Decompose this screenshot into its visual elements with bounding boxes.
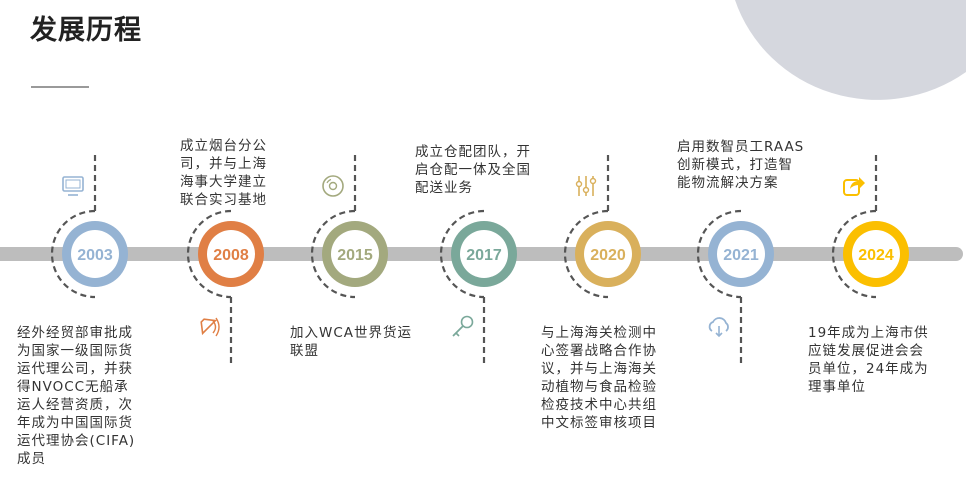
- dashed-arc: [310, 209, 356, 299]
- year-label: 2021: [723, 247, 759, 264]
- year-ring-inner: [852, 230, 900, 278]
- year-ring-inner: [331, 230, 379, 278]
- decorative-circle: [735, 0, 966, 100]
- megaphone-icon: [200, 317, 220, 337]
- milestone-text-2008: 成立烟台分公司，并与上海海事大学建立联合实习基地: [180, 138, 267, 208]
- milestone-node-2003: 2003: [50, 155, 128, 299]
- year-ring-inner: [584, 230, 632, 278]
- year-ring-inner: [207, 230, 255, 278]
- milestone-node-2017: 2017: [439, 209, 517, 366]
- key-icon: [452, 315, 474, 337]
- milestone-node-2015: 2015: [310, 155, 388, 299]
- year-ring-inner: [71, 230, 119, 278]
- milestone-text-2024: 19年成为上海市供应链发展促进会会员单位，24年成为理事单位: [808, 325, 929, 395]
- page-title: 发展历程: [30, 15, 142, 46]
- year-label: 2020: [590, 247, 626, 264]
- milestone-node-2021: 2021: [696, 209, 774, 366]
- milestone-text-2017: 成立仓配团队，开启仓配一体及全国配送业务: [415, 144, 531, 196]
- milestone-text-2003: 经外经贸部审批成为国家一级国际货运代理公司，并获得NVOCC无船承运人经营资质，…: [17, 325, 136, 467]
- year-label: 2008: [213, 247, 249, 264]
- dashed-arc: [696, 209, 742, 299]
- year-ring-inner: [717, 230, 765, 278]
- milestone-node-2024: 2024: [831, 155, 909, 299]
- sliders-icon: [575, 176, 597, 196]
- year-label: 2017: [466, 247, 502, 264]
- dashed-arc: [439, 209, 485, 299]
- year-label: 2003: [77, 247, 113, 264]
- cloud-download-icon: [708, 317, 729, 338]
- monitor-icon: [62, 176, 84, 196]
- dashed-arc: [831, 209, 877, 299]
- disc-icon: [322, 175, 344, 197]
- share-icon: [843, 177, 865, 196]
- milestone-node-2008: 2008: [186, 209, 264, 366]
- milestone-text-2020: 与上海海关检测中心签署战略合作协议，并与上海海关动植物与食品检验检疫技术中心共组…: [541, 325, 657, 431]
- dashed-arc: [50, 209, 96, 299]
- dashed-arc: [186, 209, 232, 299]
- year-label: 2015: [337, 247, 373, 264]
- year-label: 2024: [858, 247, 894, 264]
- year-ring-inner: [460, 230, 508, 278]
- milestone-node-2020: 2020: [563, 155, 641, 299]
- title-underline: [31, 86, 89, 88]
- milestone-text-2021: 启用数智员工RAAS创新模式，打造智能物流解决方案: [677, 139, 805, 191]
- milestone-text-2015: 加入WCA世界货运联盟: [290, 325, 413, 359]
- dashed-arc: [563, 209, 609, 299]
